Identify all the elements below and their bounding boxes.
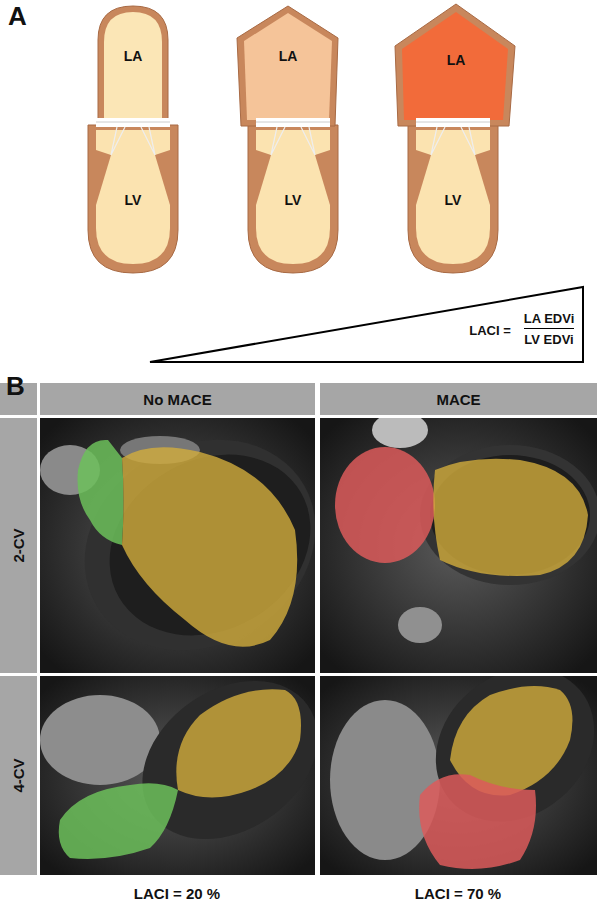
chamber-label: LV <box>285 192 302 208</box>
mri-4cv-mace <box>320 676 597 875</box>
heart-1 <box>88 6 178 273</box>
panel-letter: B <box>6 372 25 402</box>
laci-value: LACI = 20 % <box>134 885 220 902</box>
formula-text: LACI = <box>469 324 511 339</box>
header-text: 4-CV <box>10 758 27 792</box>
chamber-label: LA <box>447 52 466 68</box>
header-band: No MACE <box>40 383 315 415</box>
formula-denominator: LV EDVi <box>524 333 573 348</box>
mri-2cv-mace <box>320 418 597 673</box>
panel-letter: A <box>8 2 27 32</box>
formula-numerator: LA EDVi <box>524 312 575 329</box>
header-band: 4-CV <box>0 676 37 875</box>
mri-2cv-no-mace <box>40 418 315 673</box>
chamber-label: LA <box>124 48 143 64</box>
chamber-label: LA <box>279 48 298 64</box>
chamber-label: LV <box>445 192 462 208</box>
increase-wedge <box>150 287 583 362</box>
header-band: MACE <box>320 383 597 415</box>
header-band: 2-CV <box>0 418 37 673</box>
header-text: 2-CV <box>10 528 27 562</box>
mri-4cv-no-mace <box>40 676 315 875</box>
header-text: No MACE <box>143 391 211 408</box>
header-text: MACE <box>436 391 480 408</box>
heart-3 <box>395 4 515 273</box>
chamber-label: LV <box>125 192 142 208</box>
heart-2 <box>237 6 338 273</box>
laci-value: LACI = 70 % <box>415 885 501 902</box>
